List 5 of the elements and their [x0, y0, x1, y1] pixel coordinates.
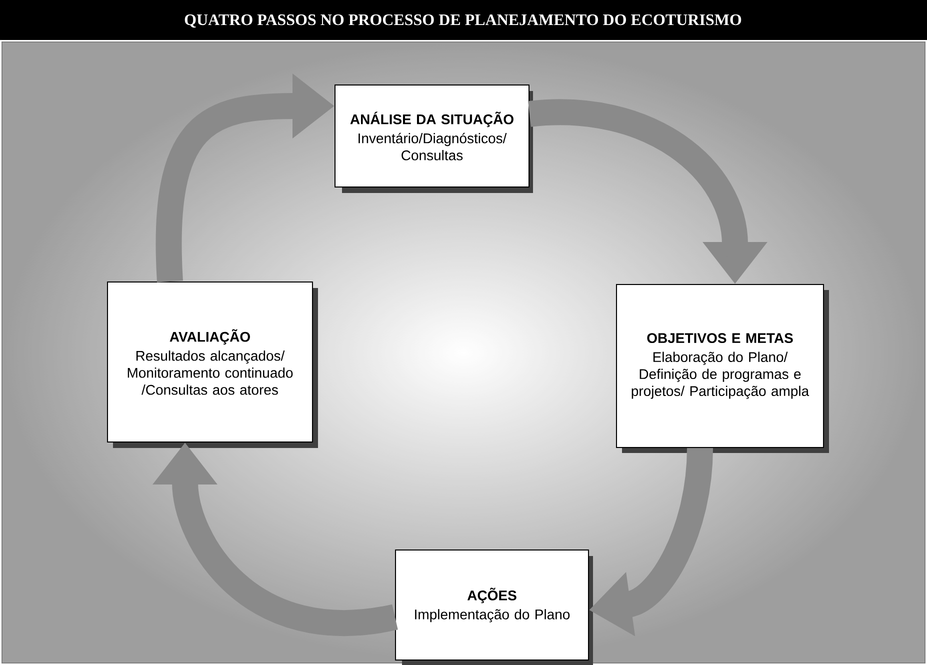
process-box: OBJETIVOS E METAS Elaboração do Plano/ Definição de programas e projetos/ Participação ampla — [616, 284, 829, 453]
process-box: AÇÕES Implementação do Plano — [395, 550, 593, 665]
title-bar: QUATRO PASSOS NO PROCESSO DE PLANEJAMENTO DO ECOTURISMO — [0, 0, 927, 40]
process-box: AVALIAÇÃO Resultados alcançados/ Monitoramento continuado /Consultas aos atores — [107, 282, 318, 448]
process-box: ANÁLISE DA SITUAÇÃO Inventário/Diagnósticos/ Consultas — [334, 84, 533, 193]
